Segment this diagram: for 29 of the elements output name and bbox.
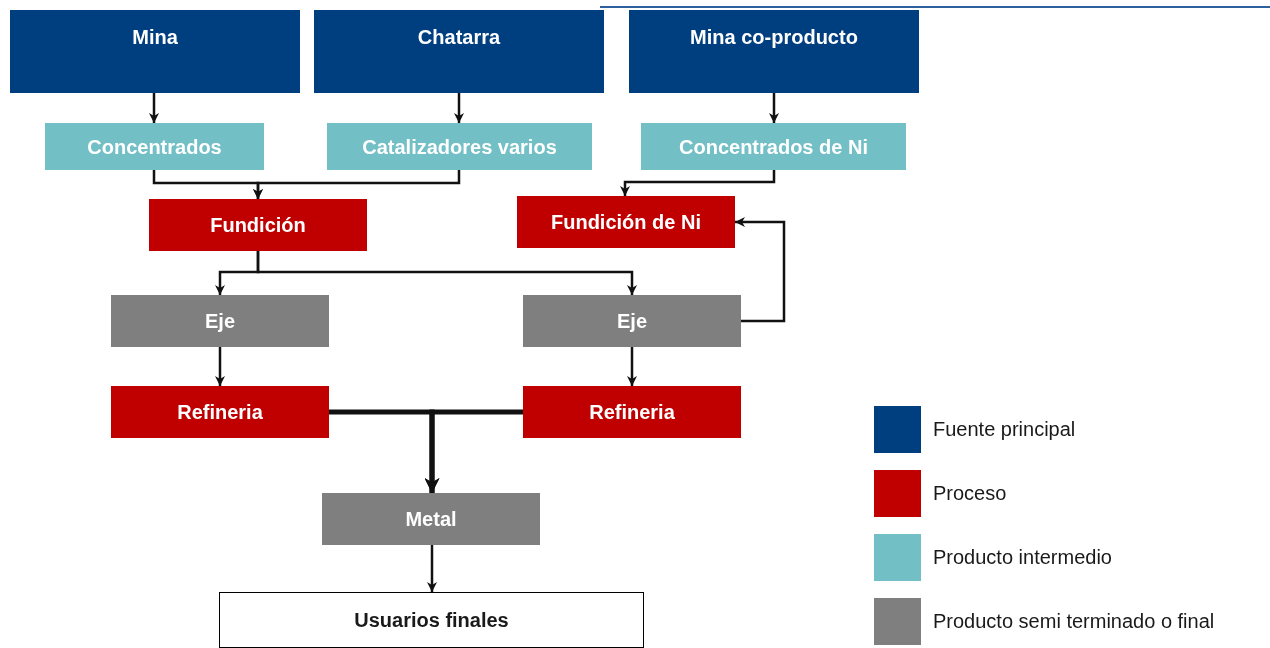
product-box: Metal [322,493,540,545]
arrow [620,170,776,196]
arrow [454,93,464,123]
product-box: Eje [111,295,329,347]
source-box: Mina co-producto [629,10,919,93]
arrow [215,347,225,386]
legend-label: Producto semi terminado o final [933,609,1216,634]
intermediate-box: Catalizadores varios [327,123,592,170]
process-box: Refineria [523,386,741,438]
source-box: Chatarra [314,10,604,93]
arrow [427,545,437,592]
legend-label: Producto intermedio [933,545,1113,570]
process-box: Fundición [149,199,367,251]
intermediate-box: Concentrados [45,123,264,170]
end-box: Usuarios finales [219,592,644,648]
source-box: Mina [10,10,300,93]
legend-label: Proceso [933,481,1008,506]
product-box: Eje [523,295,741,347]
arrow [253,170,461,199]
legend-label: Fuente principal [933,417,1077,442]
arrow [149,93,159,123]
arrow [424,409,523,493]
arrow [735,217,786,323]
intermediate-box: Concentrados de Ni [641,123,906,170]
process-box: Refineria [111,386,329,438]
arrow [627,347,637,386]
process-box: Fundición de Ni [517,196,735,248]
arrow [769,93,779,123]
arrow [256,251,637,295]
